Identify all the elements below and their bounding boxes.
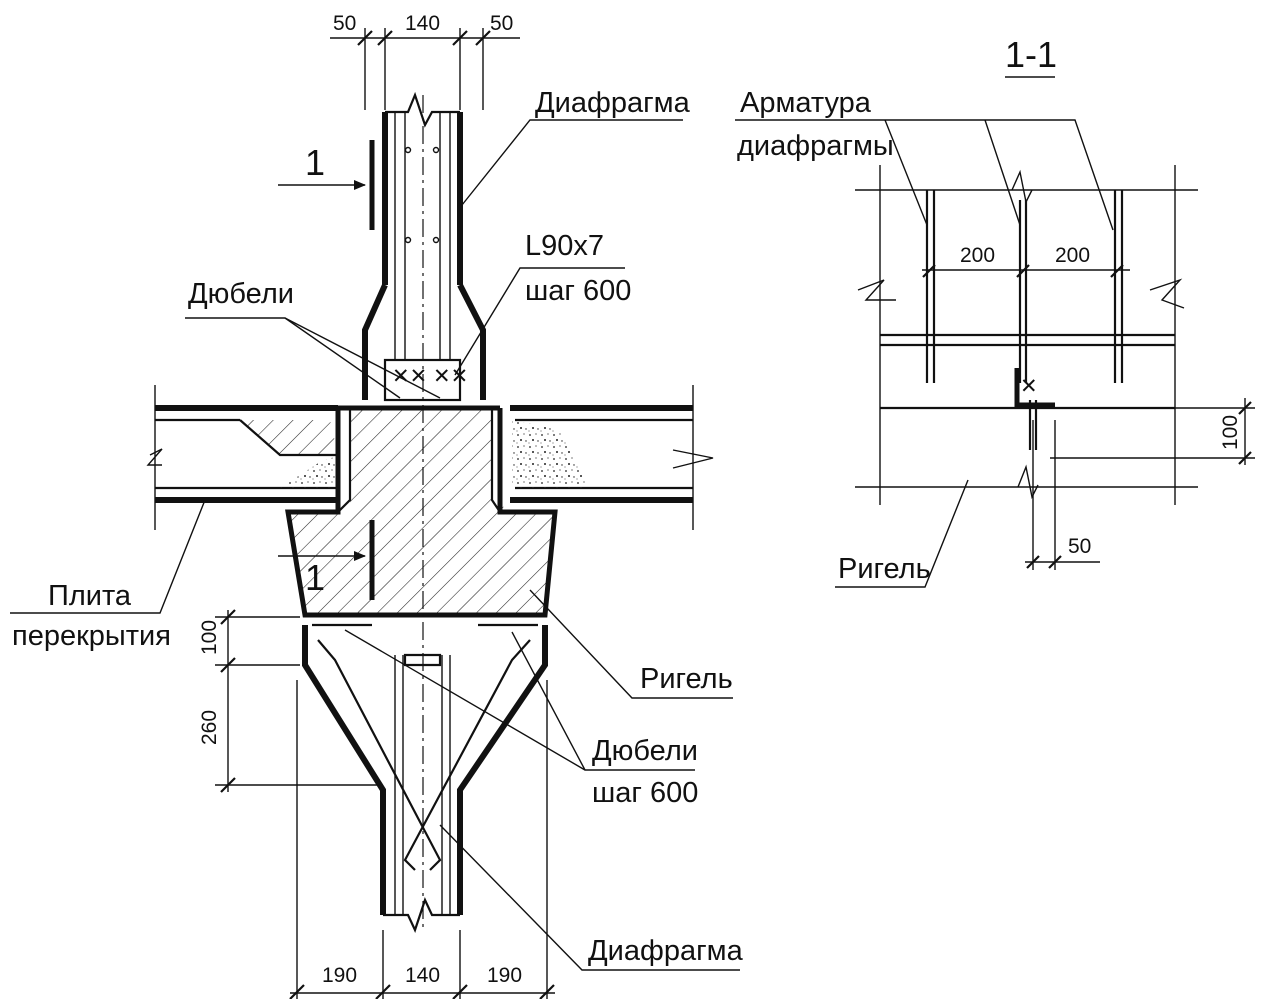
section-1-1: 1-1 ✕ 200 200 xyxy=(735,34,1255,588)
beam-body xyxy=(285,405,558,618)
upper-diaphragm: ✕✕ ✕✕ xyxy=(362,91,486,930)
bottom-dimension-chain: 190 140 190 xyxy=(289,680,555,999)
dim-bottom-center: 140 xyxy=(405,964,440,987)
dim-top-right: 50 xyxy=(490,12,513,35)
lower-diaphragm xyxy=(302,623,548,933)
label-dowels-step-line1: Дюбели xyxy=(592,735,698,767)
label-beam-main: Ригель xyxy=(640,663,733,695)
label-slab-line1: Плита xyxy=(48,580,132,612)
label-rebar-line2: диафрагмы xyxy=(737,130,894,162)
label-diaphragm-top: Диафрагма xyxy=(535,87,691,119)
section-mark-upper: 1 xyxy=(305,142,325,183)
dim-left-100: 100 xyxy=(198,620,221,655)
dim-top-left: 50 xyxy=(333,12,356,35)
dim-section-bottom: 50 xyxy=(1068,535,1091,558)
label-diaphragm-bottom: Диафрагма xyxy=(588,935,744,967)
dim-section-right: 200 xyxy=(1055,244,1090,267)
dim-top-center: 140 xyxy=(405,12,440,35)
main-labels: Диафрагма L90х7 шаг 600 Дюбели Плита пер… xyxy=(10,87,744,971)
section-cut-lower: 1 xyxy=(278,520,375,600)
floor-slab-left xyxy=(146,385,340,530)
label-dowels-step-line2: шаг 600 xyxy=(592,777,698,809)
section-mark-lower: 1 xyxy=(305,557,325,598)
top-dimension-chain: 50 140 50 xyxy=(330,12,520,110)
label-slab-line2: перекрытия xyxy=(12,620,171,652)
dim-left-260: 260 xyxy=(198,710,221,745)
left-vertical-dims: 100 260 xyxy=(198,609,380,793)
section-cut-upper: 1 xyxy=(278,140,375,230)
section-title: 1-1 xyxy=(1005,34,1057,75)
dim-bottom-left: 190 xyxy=(322,964,357,987)
svg-text:✕✕ ✕✕: ✕✕ ✕✕ xyxy=(392,365,468,388)
dim-section-vertical: 100 xyxy=(1219,415,1242,450)
label-angle-size: L90х7 xyxy=(525,230,604,262)
label-rebar-line1: Арматура xyxy=(740,87,872,119)
svg-text:✕: ✕ xyxy=(1020,375,1038,398)
label-beam-section: Ригель xyxy=(838,553,931,585)
floor-slab-right xyxy=(510,385,714,530)
label-dowels: Дюбели xyxy=(188,278,294,310)
main-elevation: ✕✕ ✕✕ 1 1 xyxy=(10,12,744,999)
dim-bottom-right: 190 xyxy=(487,964,522,987)
label-angle-step: шаг 600 xyxy=(525,275,631,307)
dim-section-left: 200 xyxy=(960,244,995,267)
